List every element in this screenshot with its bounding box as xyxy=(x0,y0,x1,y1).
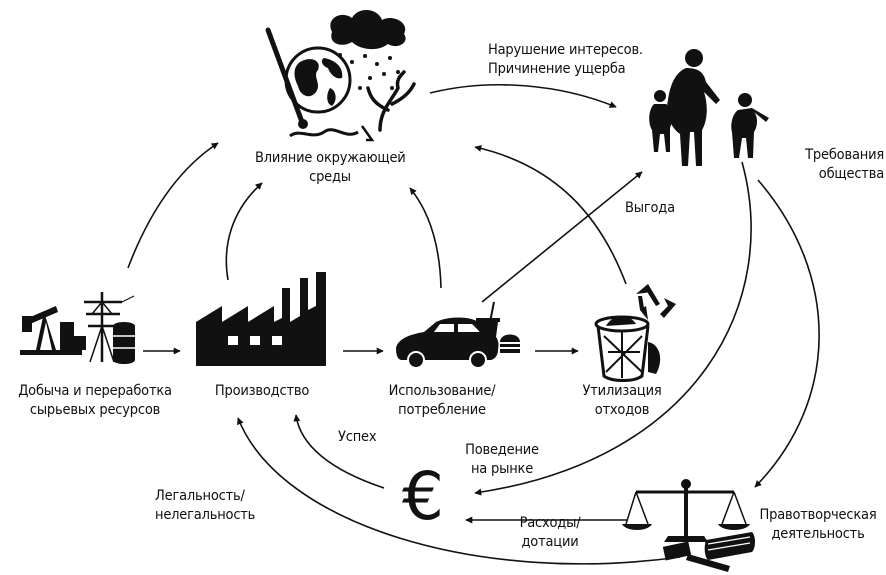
book-icon xyxy=(704,532,755,560)
edge-society-demands-label: Требования общества xyxy=(805,147,884,182)
edge-harm-label: Нарушение интересов. Причинение ущерба xyxy=(488,42,643,77)
family-icon xyxy=(649,49,769,166)
node-environment-label: Влияние окружающей среды xyxy=(255,150,406,185)
barrel-icon xyxy=(113,322,135,364)
edge-success-label: Успех xyxy=(338,429,377,445)
factory-icon xyxy=(196,272,326,366)
node-raw-materials-label: Добыча и переработка сырьевых ресурсов xyxy=(18,383,172,418)
node-production-label: Производство xyxy=(214,383,310,399)
edge-market-behavior-label: Поведение на рынке xyxy=(465,442,539,477)
arrow-money-to-production xyxy=(293,414,385,489)
car-icon xyxy=(396,317,499,369)
arrow-lawmaking-to-production xyxy=(237,417,681,565)
arrow-society-to-money xyxy=(474,161,752,496)
node-lawmaking-label: Правотворческая деятельность xyxy=(759,507,877,542)
trash-bin-icon xyxy=(594,315,661,382)
edge-legality-label: Легальность/ нелегальность xyxy=(155,488,256,523)
arrow-consumption-to-society xyxy=(481,171,643,303)
gavel-icon xyxy=(662,541,730,572)
arrow-production-to-environment xyxy=(225,182,263,281)
oil-pump-icon xyxy=(20,306,86,355)
arrow-consumption-to-environment xyxy=(409,187,442,289)
arrow-waste-to-environment xyxy=(474,144,627,285)
edge-benefit-label: Выгода xyxy=(625,200,675,216)
power-pole-icon xyxy=(84,292,135,363)
cup-icon xyxy=(476,301,500,352)
scales-icon xyxy=(622,479,750,542)
burger-icon xyxy=(500,334,520,353)
node-consumption-label: Использование/ потребление xyxy=(388,383,496,418)
arrow-society-to-lawmaking xyxy=(754,179,820,488)
node-waste-label: Утилизация отходов xyxy=(582,383,662,418)
edge-expenses-label: Расходы/ дотации xyxy=(519,515,581,550)
arrow-environment-to-society xyxy=(429,83,617,108)
recycle-icon xyxy=(636,284,676,320)
globe-pollution-icon xyxy=(265,9,416,142)
euro-icon: € xyxy=(402,458,444,535)
arrow-raw-to-environment xyxy=(127,142,219,269)
